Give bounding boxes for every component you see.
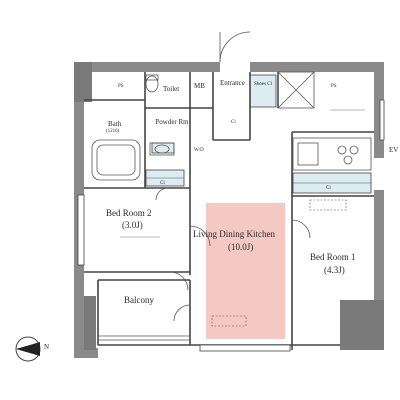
- closet-fills: [145, 74, 372, 194]
- ldk-label: Living Dining Kitchen: [193, 229, 275, 239]
- bedroom2-size: (3.0J): [122, 220, 143, 230]
- balcony-railing: [98, 335, 190, 341]
- toilet-label: Toilet: [163, 85, 180, 93]
- entrance-label: Entrance: [220, 79, 245, 87]
- bath-label: Bath: [108, 120, 122, 128]
- small-closet-label: Cl: [231, 120, 236, 125]
- bathtub: [91, 139, 141, 181]
- washbasin: [149, 142, 175, 156]
- ev-mark: EV: [389, 146, 399, 154]
- closet-label-bedroom2: Cl: [160, 181, 165, 186]
- structural-columns: [74, 62, 384, 350]
- north-arrow-icon: [15, 336, 41, 362]
- shelf-lines: [146, 177, 371, 184]
- bath-size: (1216): [106, 129, 120, 134]
- toilet-fixture: [145, 74, 159, 93]
- windows: [77, 99, 385, 352]
- ldk-size: (10.0J): [228, 242, 254, 252]
- ps-mark-left: PS: [118, 84, 124, 89]
- balcony-label: Balcony: [124, 295, 154, 305]
- shoes-cl-label: Shoes Cl: [254, 82, 272, 87]
- north-letter: N: [44, 343, 50, 351]
- wd-label: W/D: [194, 148, 204, 153]
- mb-label: MB: [194, 82, 205, 90]
- step-marks: [120, 109, 365, 238]
- ps-mark-right: PS: [331, 84, 337, 89]
- ac-units: [211, 199, 347, 327]
- interior-walls: [84, 72, 374, 350]
- bedroom1-label: Bed Room 1: [310, 252, 356, 262]
- entrance-box: [277, 71, 315, 109]
- ldk-floor-highlight: [206, 203, 285, 339]
- bedroom2-label: Bed Room 2: [106, 208, 152, 218]
- door-swings: [155, 31, 311, 322]
- kitchen-counter: [292, 137, 372, 171]
- powder-label: Powder Rm: [155, 118, 189, 126]
- bedroom1-size: (4.3J): [324, 265, 345, 275]
- closet-label-bedroom1: Cl: [326, 186, 331, 191]
